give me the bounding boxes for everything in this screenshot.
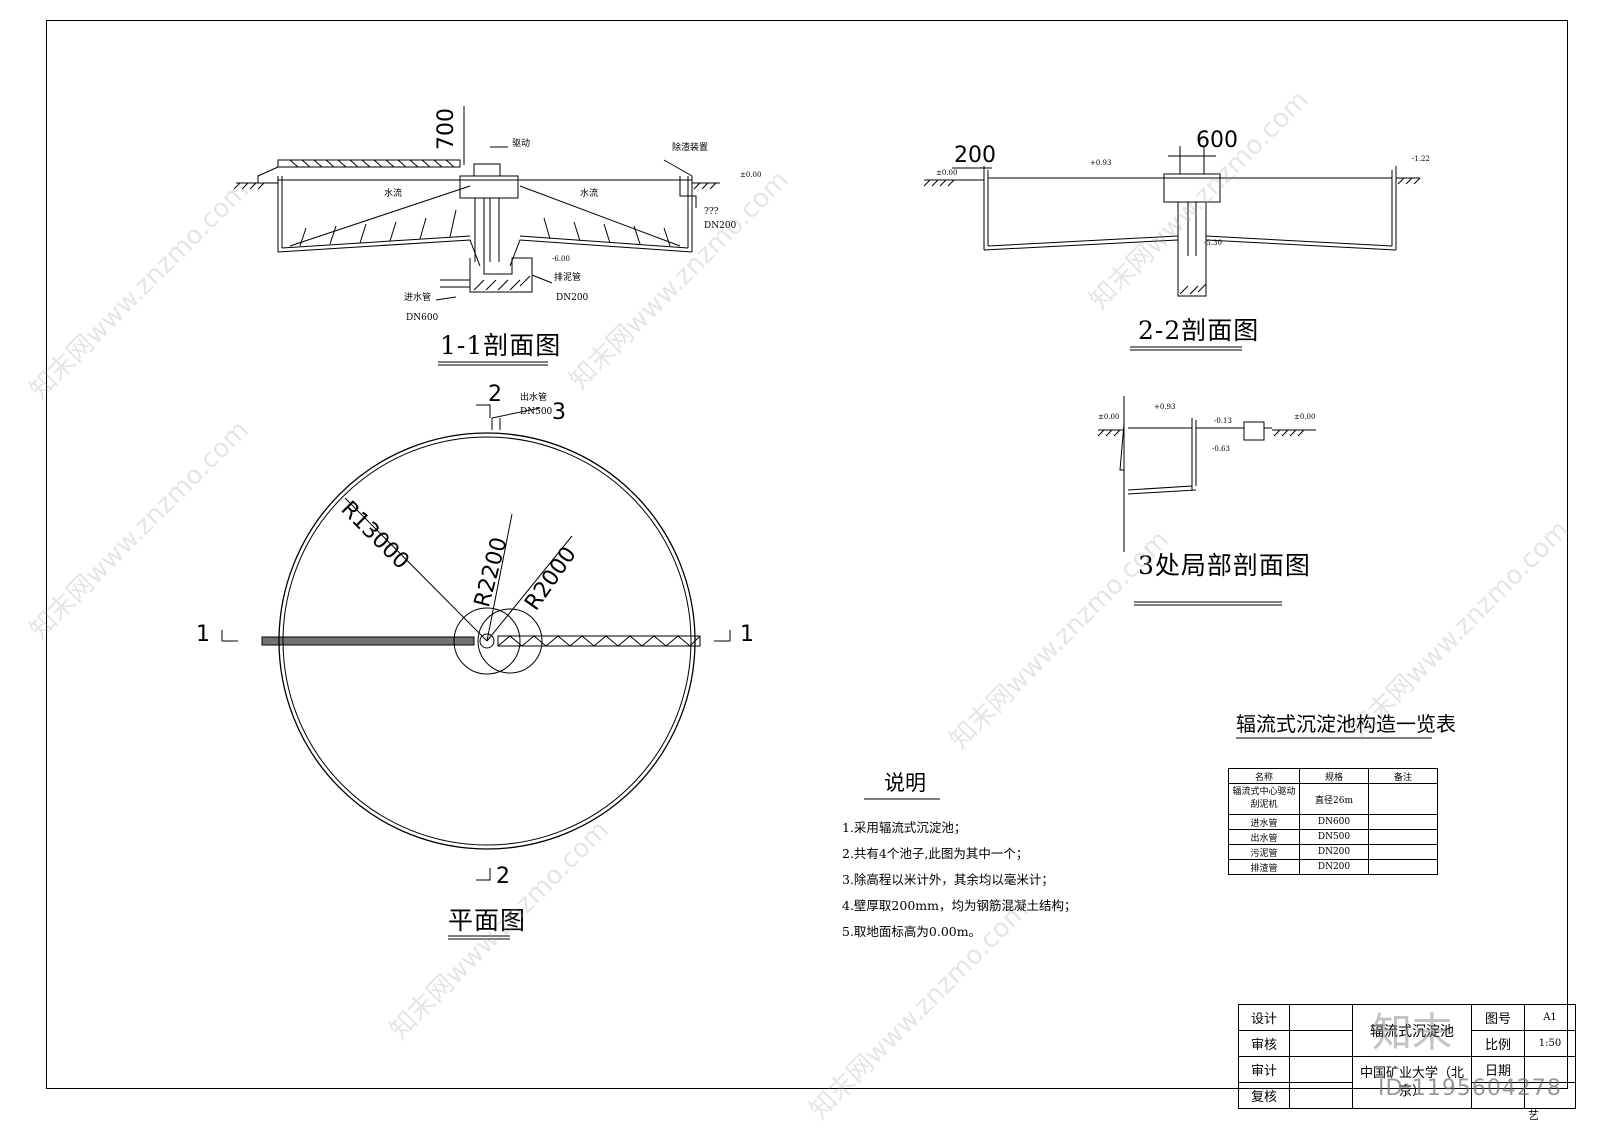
- spec-cell: [1368, 829, 1438, 845]
- level-minus-6: -6.00: [552, 255, 570, 263]
- level-minus-122: -1.22: [1412, 155, 1430, 163]
- title-detail-3: 3处局部剖面图: [1138, 551, 1311, 580]
- image-id-label: ID:1195604278: [1378, 1076, 1562, 1101]
- spec-cell: 直径26m: [1299, 783, 1369, 815]
- tb-review-value: [1289, 1030, 1353, 1057]
- tb-recheck-label: 复核: [1238, 1082, 1290, 1109]
- note-item-1: 1.采用辐流式沉淀池；: [842, 820, 967, 835]
- label-water-flow-right: 水流: [580, 189, 599, 199]
- level-minus-063: -0.63: [1212, 445, 1230, 453]
- cut-mark-bottom: 2: [496, 864, 510, 889]
- table-row: 出水管 DN500: [1228, 829, 1438, 845]
- dim-200: 200: [954, 143, 996, 168]
- level-0-s1: ±0.00: [740, 171, 762, 179]
- spec-table: 名称 规格 备注 辐流式中心驱动刮泥机 直径26m 进水管 DN600 出水管 …: [1228, 768, 1438, 875]
- table-row: 排渣管 DN200: [1228, 859, 1438, 875]
- spec-cell: [1368, 814, 1438, 830]
- detail-mark-3: 3: [552, 400, 566, 425]
- spec-table-title: 辐流式沉淀池构造一览表: [1236, 712, 1456, 736]
- level-093-d3: +0.93: [1154, 403, 1176, 411]
- watermark-brand-logo: 知末: [1372, 1010, 1452, 1056]
- label-inlet-pipe: 进水管: [404, 293, 432, 303]
- title-section-2-2: 2-2剖面图: [1138, 316, 1260, 345]
- tb-date-label: 日期: [1471, 1056, 1525, 1083]
- tb-blank-2: [1524, 1082, 1576, 1109]
- label-dn500: DN500: [520, 407, 553, 417]
- spec-cell: DN200: [1299, 844, 1369, 860]
- table-row: 辐流式中心驱动刮泥机 直径26m: [1228, 783, 1438, 815]
- cut-mark-right: 1: [740, 622, 754, 647]
- tb-review-label: 审核: [1238, 1030, 1290, 1057]
- spec-cell: [1368, 783, 1438, 815]
- tb-design-label: 设计: [1238, 1004, 1290, 1031]
- title-section-1-1: 1-1剖面图: [440, 331, 562, 360]
- cut-mark-top: 2: [488, 382, 502, 407]
- spec-header-name: 名称: [1228, 768, 1300, 784]
- spec-header-remark: 备注: [1368, 768, 1438, 784]
- title-block: 设计 辐流式沉淀池 图号 A1 审核 比例 1:50 审计 中国矿业大学（北京）…: [1238, 1004, 1576, 1109]
- label-sludge-pipe: 排泥管: [554, 273, 582, 283]
- spec-cell: 排渣管: [1228, 859, 1300, 875]
- label-dn200-a: DN200: [704, 221, 737, 231]
- tb-audit-label: 审计: [1238, 1056, 1290, 1083]
- level-0-d3-right: ±0.00: [1294, 413, 1316, 421]
- level-minus-013: -0.13: [1214, 417, 1232, 425]
- tb-recheck-value: [1289, 1082, 1353, 1109]
- section-2-2-drawing: [923, 146, 1421, 351]
- level-0-s2: ±0.00: [936, 169, 958, 177]
- note-item-4: 4.壁厚取200mm，均为钢筋混凝土结构；: [842, 898, 1077, 913]
- tb-scale-value: 1:50: [1524, 1030, 1576, 1057]
- table-row: 污泥管 DN200: [1228, 844, 1438, 860]
- tb-tail-char: 艺: [1528, 1109, 1539, 1122]
- spec-cell: 辐流式中心驱动刮泥机: [1228, 783, 1300, 815]
- label-outlet-pipe: 出水管: [520, 393, 548, 403]
- detail-3-drawing: [1097, 396, 1316, 606]
- tb-sheet-value: A1: [1524, 1004, 1576, 1031]
- drawing-border: [46, 20, 1568, 1089]
- cut-mark-left: 1: [196, 622, 210, 647]
- tb-scale-label: 比例: [1471, 1030, 1525, 1057]
- label-unknown: ???: [704, 207, 719, 217]
- spec-header-spec: 规格: [1299, 768, 1369, 784]
- spec-cell: [1368, 844, 1438, 860]
- tb-design-value: [1289, 1004, 1353, 1031]
- tb-audit-value: [1289, 1056, 1353, 1083]
- label-dn600: DN600: [406, 313, 439, 323]
- dim-700: 700: [434, 108, 459, 150]
- notes-heading: 说明: [884, 771, 926, 795]
- label-water-flow-left: 水流: [384, 189, 403, 199]
- label-dn200-b: DN200: [556, 293, 589, 303]
- label-scum-device: 除渣装置: [672, 143, 709, 153]
- spec-cell: [1368, 859, 1438, 875]
- spec-cell: 出水管: [1228, 829, 1300, 845]
- spec-cell: DN600: [1299, 814, 1369, 830]
- level-093-s2: +0.93: [1090, 159, 1112, 167]
- title-plan: 平面图: [448, 906, 527, 935]
- tb-organization: 中国矿业大学（北京）: [1352, 1056, 1472, 1109]
- tb-drawing-name: 辐流式沉淀池: [1352, 1004, 1472, 1057]
- note-item-2: 2.共有4个池子,此图为其中一个；: [842, 846, 1029, 861]
- plan-drawing: [221, 404, 731, 940]
- dim-600: 600: [1196, 128, 1238, 153]
- spec-cell: 进水管: [1228, 814, 1300, 830]
- level-0-d3-left: ±0.00: [1098, 413, 1120, 421]
- note-item-5: 5.取地面标高为0.00m。: [842, 924, 982, 939]
- spec-cell: DN200: [1299, 859, 1369, 875]
- tb-sheet-label: 图号: [1471, 1004, 1525, 1031]
- spec-cell: 污泥管: [1228, 844, 1300, 860]
- note-item-3: 3.除高程以米计外，其余均以毫米计；: [842, 872, 1054, 887]
- section-1-1-drawing: [233, 106, 720, 366]
- spec-header-row: 名称 规格 备注: [1228, 768, 1438, 784]
- table-row: 进水管 DN600: [1228, 814, 1438, 830]
- level-minus-530: -5.30: [1204, 239, 1222, 247]
- spec-cell: DN500: [1299, 829, 1369, 845]
- label-drive: 驱动: [512, 139, 531, 149]
